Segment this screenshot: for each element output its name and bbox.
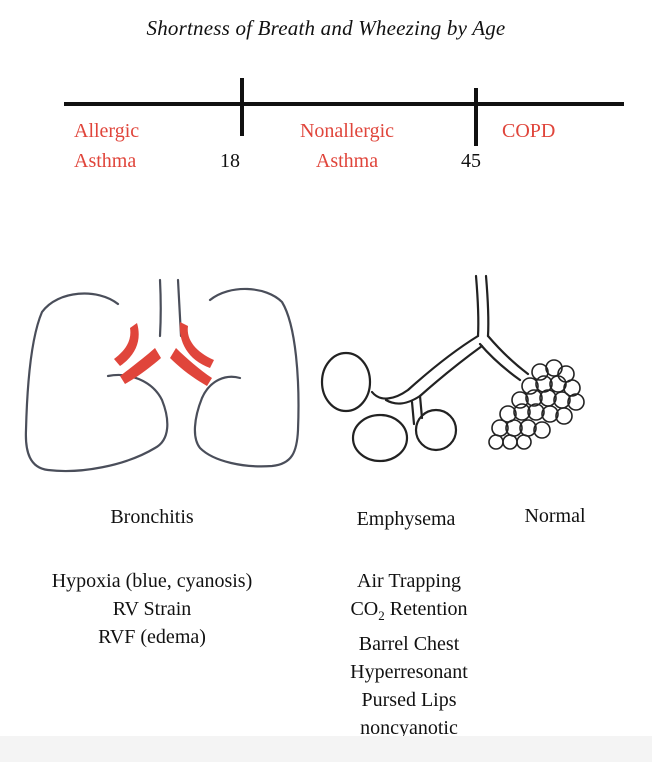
- sign-pursed-lips: Pursed Lips: [361, 689, 457, 711]
- emphysema-illustration: [320, 274, 530, 463]
- emphysema-label: Emphysema: [356, 508, 456, 530]
- right-upper-bronchus-inflamed: [179, 322, 214, 368]
- trachea-left-wall: [158, 278, 162, 338]
- age-18-label: 18: [220, 150, 240, 172]
- sign-rvf: RVF (edema): [98, 626, 206, 648]
- bronchitis-signs-list: Hypoxia (blue, cyanosis) RV Strain RVF (…: [14, 567, 290, 651]
- right-lung-outline: [193, 287, 300, 468]
- co2-suffix: Retention: [384, 598, 468, 620]
- left-branch-upper: [370, 334, 480, 400]
- diagram-title: Shortness of Breath and Wheezing by Age: [146, 16, 506, 40]
- co2-prefix: CO: [350, 598, 379, 620]
- sign-air-trapping: Air Trapping: [357, 570, 461, 592]
- age-45-label: 45: [461, 150, 481, 172]
- segment-nonallergic-asthma-line1: Nonallergic: [299, 120, 395, 142]
- sign-rv-strain: RV Strain: [112, 598, 192, 620]
- sign-hypoxia: Hypoxia (blue, cyanosis): [51, 570, 253, 592]
- bronchitis-label: Bronchitis: [110, 506, 194, 528]
- left-lung-outline: [24, 292, 169, 473]
- alveolus-lower-left: [351, 413, 409, 463]
- emphysema-signs-list: Air Trapping CO2 Retention Barrel Chest …: [318, 567, 500, 742]
- segment-nonallergic-asthma-line2: Asthma: [315, 150, 379, 172]
- segment-copd: COPD: [502, 120, 556, 142]
- sign-hyperresonant: Hyperresonant: [350, 661, 468, 683]
- alveolus-upper-left: [320, 351, 372, 413]
- bronchitis-lungs-illustration: [24, 278, 300, 473]
- sign-noncyanotic: noncyanotic: [360, 717, 458, 739]
- lower-branch-a: [410, 394, 424, 426]
- segment-allergic-asthma-line1: Allergic: [74, 120, 140, 142]
- inflamed-bronchi: [114, 322, 214, 386]
- alveolus-lower-right: [414, 408, 458, 452]
- normal-label: Normal: [524, 505, 586, 527]
- co2-subscript: 2: [378, 608, 385, 623]
- normal-alveoli-illustration: [488, 359, 585, 450]
- right-branch: [478, 334, 530, 382]
- sign-co2-retention: CO2 Retention: [318, 595, 500, 630]
- segment-allergic-asthma-line2: Asthma: [74, 150, 137, 172]
- left-main-bronchus-inflamed: [120, 348, 161, 384]
- trachea-wall-right: [484, 274, 490, 338]
- left-upper-bronchus-inflamed: [114, 323, 139, 366]
- right-main-bronchus-inflamed: [170, 348, 212, 386]
- bottom-edge-bar: [0, 736, 652, 762]
- trachea-wall-left: [474, 274, 480, 338]
- sign-barrel-chest: Barrel Chest: [358, 633, 460, 655]
